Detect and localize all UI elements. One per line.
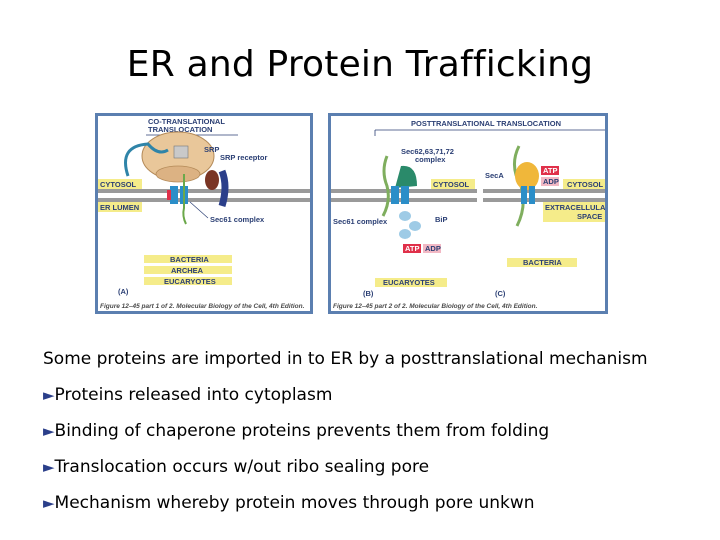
figure-a-diagram: CO-TRANSLATIONAL TRANSLOCATION CYTOSOL E… — [98, 117, 310, 310]
fig-a-srp: SRP — [204, 145, 219, 154]
fig-c-extracellular-1: EXTRACELLULAR — [545, 203, 605, 212]
triangle-right-icon: ► — [43, 458, 55, 476]
membrane-top — [98, 189, 310, 193]
fig-b-adp: ADP — [425, 244, 441, 253]
figure-b-diagram: POSTTRANSLATIONAL TRANSLOCATION Sec62,63… — [331, 119, 605, 310]
figure-posttranslational: POSTTRANSLATIONAL TRANSLOCATION Sec62,63… — [328, 113, 608, 314]
intro-text: Some proteins are imported in to ER by a… — [43, 349, 648, 369]
fig-a-er-lumen: ER LUMEN — [100, 203, 139, 212]
seca-icon — [515, 162, 539, 190]
fig-a-panel: (A) — [118, 287, 129, 296]
fig-a-sec61: Sec61 complex — [210, 215, 265, 224]
bullet-item-3: ►Translocation occurs w/out ribo sealing… — [43, 457, 430, 477]
srp-receptor-icon — [205, 170, 219, 190]
bullet-item-4: ►Mechanism whereby protein moves through… — [43, 493, 535, 513]
srp-icon — [173, 145, 189, 159]
fig-a-srp-receptor: SRP receptor — [220, 153, 267, 162]
bullet-item-1: ►Proteins released into cytoplasm — [43, 385, 333, 405]
fig-a-organism-2: ARCHEA — [171, 266, 204, 275]
fig-a-heading-1: CO-TRANSLATIONAL — [148, 117, 225, 126]
triangle-right-icon: ► — [43, 494, 55, 512]
fig-c-panel: (C) — [495, 289, 506, 298]
fig-b-bip: BiP — [435, 215, 448, 224]
triangle-right-icon: ► — [43, 422, 55, 440]
fig-b-heading: POSTTRANSLATIONAL TRANSLOCATION — [411, 119, 561, 128]
fig-b-caption: Figure 12–45 part 2 of 2. Molecular Biol… — [333, 303, 538, 310]
triangle-right-icon: ► — [43, 386, 55, 404]
fig-a-caption: Figure 12–45 part 1 of 2. Molecular Biol… — [100, 303, 305, 310]
fig-b-complex: complex — [415, 155, 446, 164]
fig-b-eucaryotes: EUCARYOTES — [383, 278, 435, 287]
fig-c-seca: SecA — [485, 171, 504, 180]
fig-a-cytosol: CYTOSOL — [100, 180, 137, 189]
sec62-complex-icon — [395, 165, 417, 188]
bullet-item-2: ►Binding of chaperone proteins prevents … — [43, 421, 550, 441]
fig-c-extracellular-2: SPACE — [577, 212, 602, 221]
fig-c-cytosol: CYTOSOL — [567, 180, 604, 189]
fig-a-heading-2: TRANSLOCATION — [148, 125, 212, 134]
mrna-strand — [124, 142, 169, 177]
bip-icon — [399, 211, 411, 221]
fig-c-adp: ADP — [543, 177, 559, 186]
fig-b-sec61: Sec61 complex — [333, 217, 388, 226]
fig-b-panel: (B) — [363, 289, 374, 298]
membrane-bottom — [98, 198, 310, 202]
slide-body: Some proteins are imported in to ER by a… — [43, 341, 648, 521]
fig-c-bacteria: BACTERIA — [523, 258, 562, 267]
fig-c-atp: ATP — [543, 166, 557, 175]
fig-a-organism-3: EUCARYOTES — [164, 277, 216, 286]
slide-title: ER and Protein Trafficking — [126, 44, 594, 85]
fig-b-sec62: Sec62,63,71,72 — [401, 147, 454, 156]
fig-a-organism-1: BACTERIA — [170, 255, 209, 264]
fig-b-atp: ATP — [405, 244, 419, 253]
polypeptide-strand — [381, 155, 390, 217]
fig-b-cytosol: CYTOSOL — [433, 180, 470, 189]
figure-cotranslational: CO-TRANSLATIONAL TRANSLOCATION CYTOSOL E… — [95, 113, 313, 314]
